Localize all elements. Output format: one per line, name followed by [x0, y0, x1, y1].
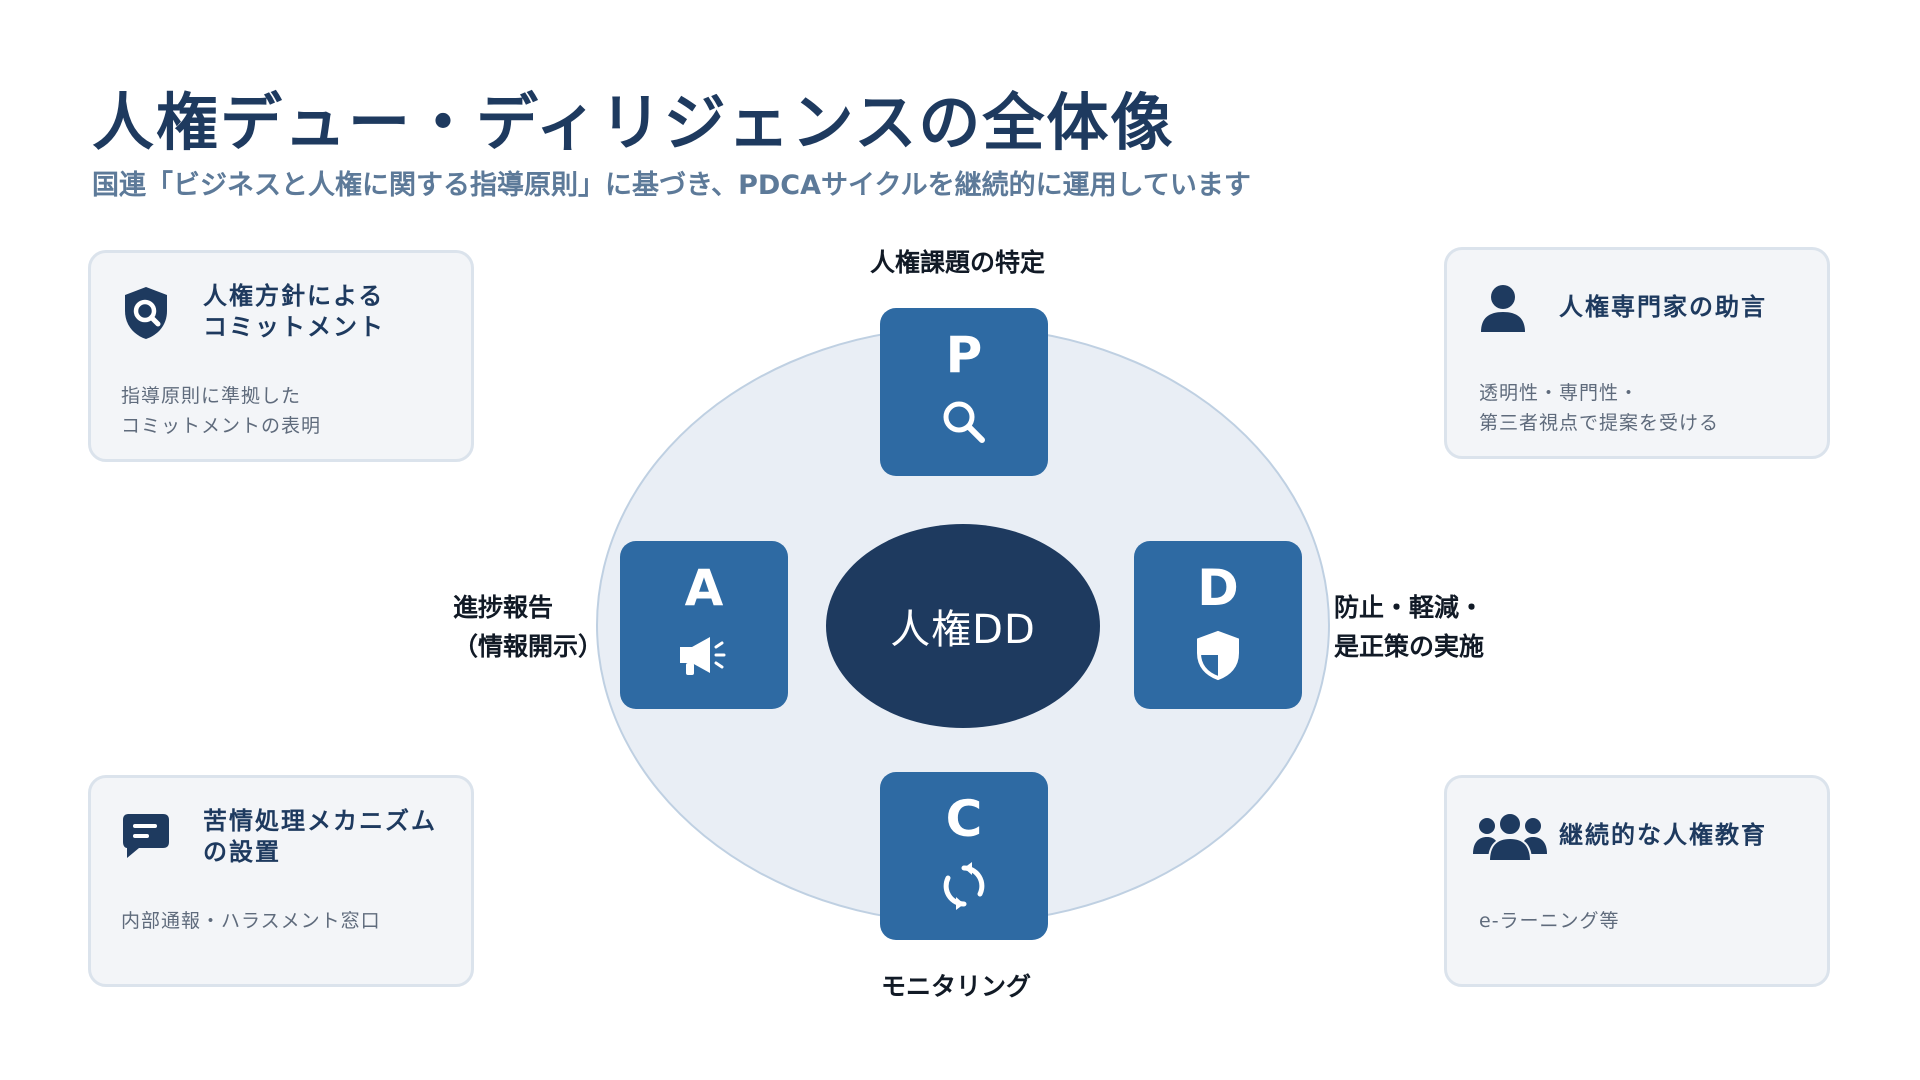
phase-c-box: C [880, 772, 1048, 940]
card-grievance-mechanism: 苦情処理メカニズム の設置 内部通報・ハラスメント窓口 [88, 775, 474, 987]
phase-a-letter: A [684, 559, 724, 617]
megaphone-icon [680, 637, 726, 675]
phase-a-box: A [620, 541, 788, 709]
person-icon [1481, 285, 1525, 332]
card-title: 継続的な人権教育 [1559, 821, 1767, 849]
card-title: 人権専門家の助言 [1559, 293, 1767, 321]
phase-d-box: D [1134, 541, 1302, 709]
phase-d-label: 防止・軽減・ 是正策の実施 [1334, 593, 1485, 661]
phase-d-letter: D [1197, 559, 1239, 617]
phase-p-box: P [880, 308, 1048, 476]
phase-c-letter: C [945, 790, 983, 848]
phase-p-label: 人権課題の特定 [870, 248, 1046, 277]
card-human-rights-education: 継続的な人権教育 e-ラーニング等 [1444, 775, 1830, 987]
phase-p-letter: P [945, 326, 983, 384]
cycle-center: 人権DD [826, 524, 1100, 728]
search-icon [943, 401, 985, 443]
chat-icon [123, 814, 169, 858]
card-description: 指導原則に準拠した コミットメントの表明 [121, 385, 322, 437]
card-title: 人権方針による コミットメント [203, 282, 385, 341]
refresh-icon [943, 862, 985, 910]
people-group-icon [1473, 812, 1547, 862]
page-title: 人権デュー・ディリジェンスの全体像 [92, 86, 1175, 159]
card-title: 苦情処理メカニズム の設置 [203, 807, 437, 866]
card-description: 透明性・専門性・ 第三者視点で提案を受ける [1479, 382, 1720, 434]
shield-icon [1197, 630, 1239, 681]
phase-c-label: モニタリング [881, 972, 1032, 1001]
shield-search-icon [125, 287, 167, 339]
page-subtitle: 国連「ビジネスと人権に関する指導原則」に基づき、PDCAサイクルを継続的に運用し… [92, 170, 1251, 201]
card-policy-commitment: 人権方針による コミットメント 指導原則に準拠した コミットメントの表明 [88, 250, 474, 462]
card-description: 内部通報・ハラスメント窓口 [121, 910, 381, 932]
phase-a-label: 進捗報告 （情報開示） [453, 593, 604, 661]
card-description: e-ラーニング等 [1479, 910, 1620, 932]
card-expert-advice: 人権専門家の助言 透明性・専門性・ 第三者視点で提案を受ける [1444, 247, 1830, 459]
